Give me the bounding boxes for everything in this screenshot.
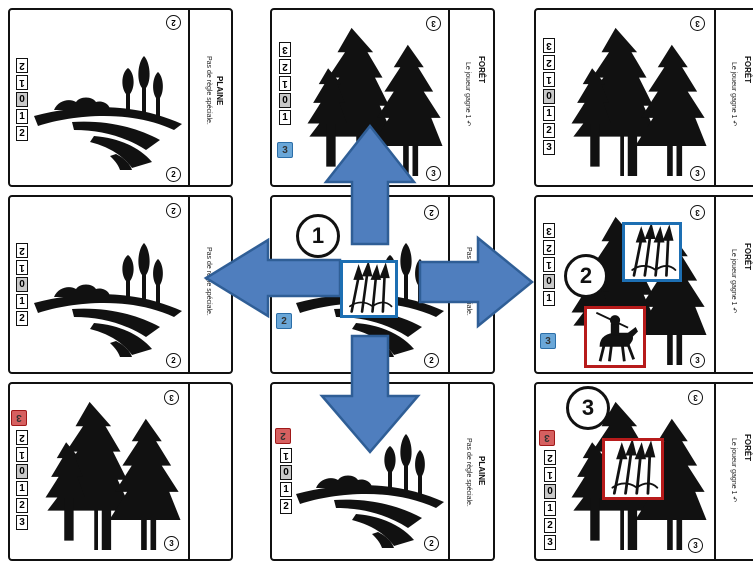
arrow-up-icon: [326, 126, 414, 244]
spearmen-icon: [343, 263, 395, 315]
spearmen-icon: [605, 441, 661, 497]
blue-spearmen-unit[interactable]: [622, 222, 682, 282]
red-spearmen-unit[interactable]: [602, 438, 664, 500]
spearmen-icon: [625, 225, 679, 279]
red-knight-unit[interactable]: [584, 306, 646, 368]
step-number-3: 3: [566, 386, 610, 430]
blue-spearmen-unit[interactable]: [340, 260, 398, 318]
knight-icon: [587, 309, 643, 365]
step-number-1: 1: [296, 214, 340, 258]
arrow-right-icon: [420, 238, 532, 326]
step-number-2: 2: [564, 254, 608, 298]
arrow-down-icon: [322, 336, 418, 452]
